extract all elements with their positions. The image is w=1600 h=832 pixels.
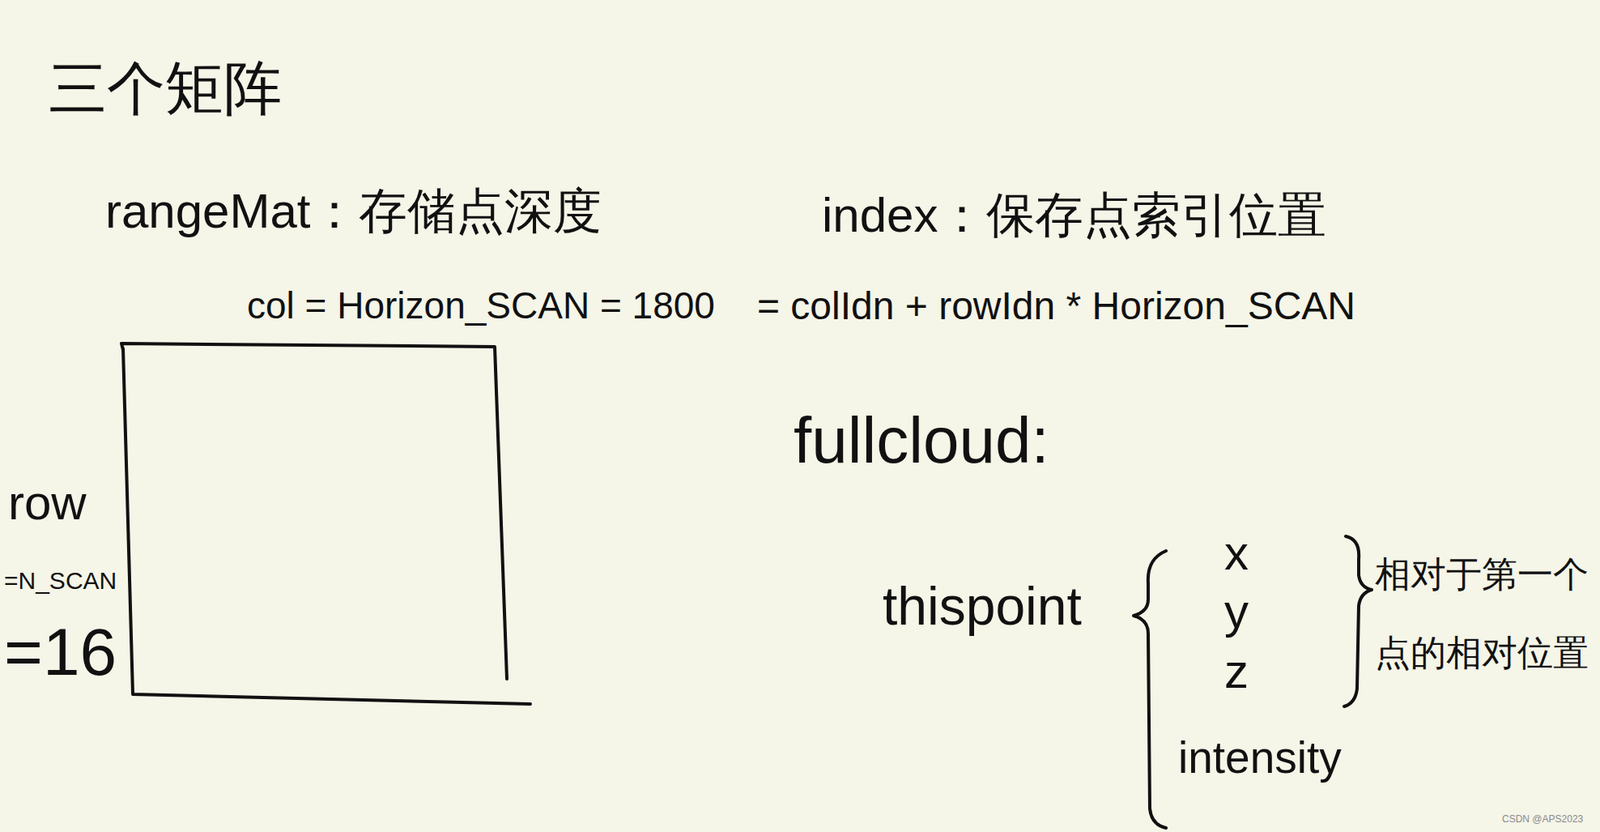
field-name: intensity: [1178, 732, 1342, 783]
field-name: z: [1224, 644, 1249, 698]
matrix-note: rangeMat：存储点深度: [105, 184, 602, 239]
matrix-note: index：保存点索引位置: [821, 188, 1327, 243]
field-group: thispoint: [882, 576, 1082, 636]
matrix-outline: [121, 343, 531, 704]
diagram-title: 三个矩阵: [48, 56, 282, 121]
axis-label: row: [8, 476, 87, 530]
field-name: x: [1224, 526, 1249, 580]
formula: = colIdn + rowIdn * Horizon_SCAN: [757, 285, 1356, 328]
field-name: y: [1224, 584, 1249, 639]
axis-label: =N_SCAN: [4, 566, 117, 594]
annotation: 相对于第一个: [1374, 554, 1589, 594]
formula: col = Horizon_SCAN = 1800: [246, 285, 715, 327]
watermark: CSDN @APS2023: [1502, 813, 1583, 825]
matrix-note: fullcloud:: [793, 404, 1050, 477]
annotation: 点的相对位置: [1374, 633, 1589, 673]
axis-label: =16: [4, 615, 117, 689]
right-brace: [1344, 536, 1372, 707]
left-brace: [1133, 550, 1166, 828]
